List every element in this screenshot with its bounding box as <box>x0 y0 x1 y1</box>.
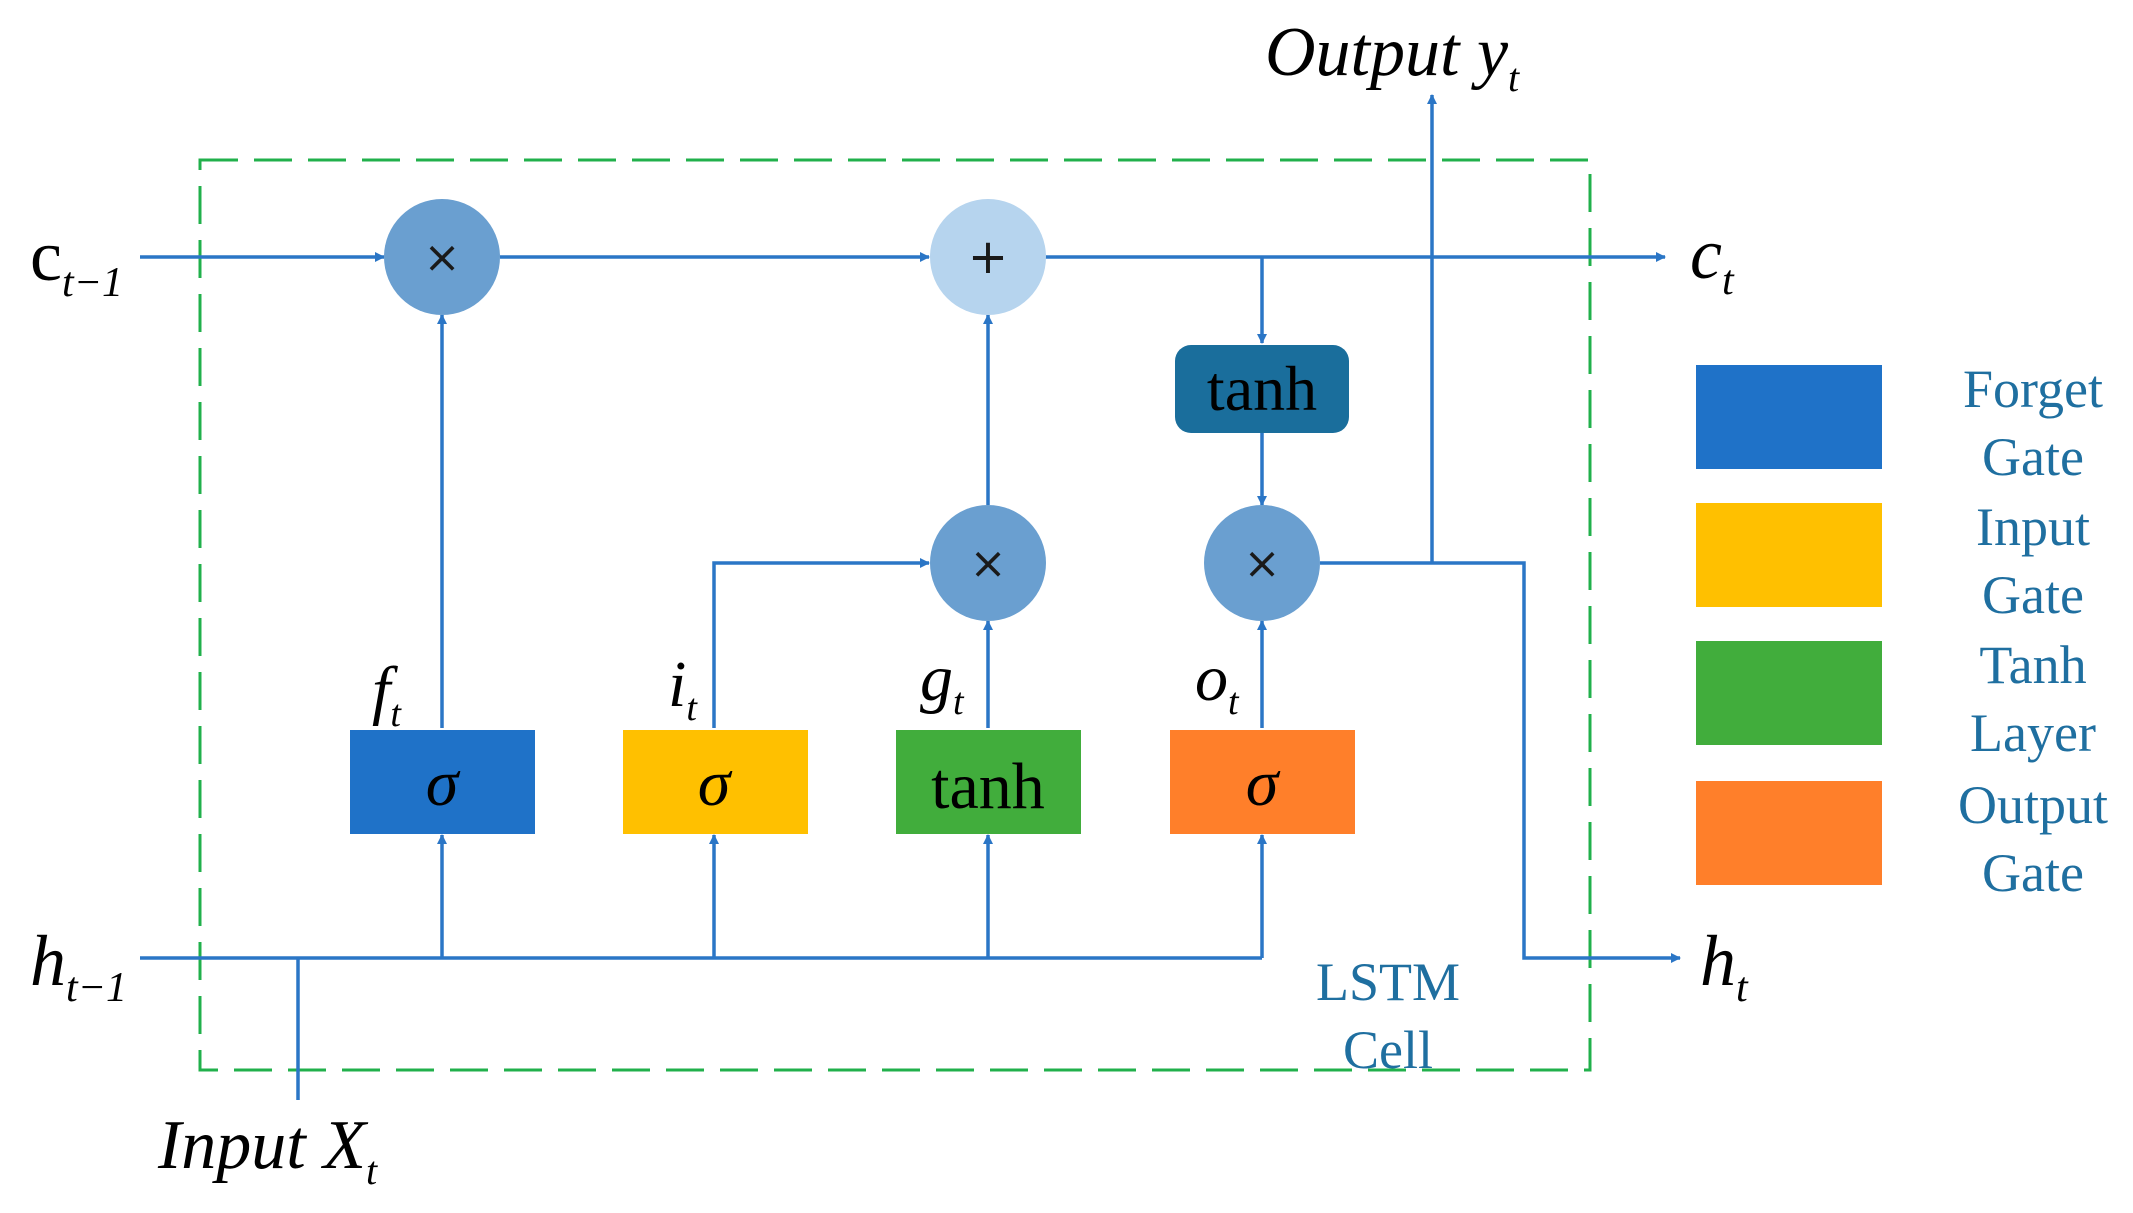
input-gate-name-sub: t <box>686 687 698 729</box>
input-to-mult-arrow <box>712 558 930 728</box>
legend-swatch-output <box>1696 781 1882 885</box>
output-gate-name-base: o <box>1195 642 1228 715</box>
h-next-sub: t <box>1736 965 1749 1011</box>
legend: Forget Gate Input Gate Tanh Layer Output… <box>1696 359 2108 903</box>
tanh-gate-name: gt <box>920 642 965 723</box>
output-multiply-symbol: × <box>1244 538 1281 589</box>
forget-multiply-symbol: × <box>424 232 461 283</box>
forget-gate-name-sub: t <box>390 693 402 735</box>
io-labels: ct−1 ht−1 ct ht Output yt Input Xt <box>30 14 1749 1193</box>
c-prev-label: ct−1 <box>30 216 123 306</box>
cell-border <box>198 158 1592 1072</box>
legend-swatch-forget <box>1696 365 1882 469</box>
forget-multiply-node <box>384 199 500 315</box>
c-next-label: ct <box>1690 214 1735 304</box>
h-next-base: h <box>1700 921 1736 1001</box>
legend-input-line-2: Gate <box>1982 565 2084 625</box>
tanh-gate-name-sub: t <box>953 681 965 723</box>
forget-gate-box <box>350 730 535 834</box>
output-label-sub: t <box>1508 55 1520 100</box>
output-label: Output yt <box>1265 14 1520 100</box>
legend-input-line-1: Input <box>1976 497 2090 557</box>
tanh-gate-name-base: g <box>920 642 953 715</box>
input-gate-name: it <box>668 648 698 729</box>
h-next-arrow <box>1320 561 1681 963</box>
c-next-base: c <box>1690 214 1722 294</box>
h-prev-label: ht−1 <box>30 921 127 1011</box>
output-multiply-node <box>1204 505 1320 621</box>
input-gate-box <box>623 730 808 834</box>
c-prev-base: c <box>30 216 62 296</box>
input-label-base: Input X <box>157 1107 369 1184</box>
operators: × + × × <box>384 199 1320 621</box>
output-gate-box <box>1170 730 1355 834</box>
h-next-label: ht <box>1700 921 1749 1011</box>
input-gate-name-base: i <box>668 648 686 721</box>
input-label: Input Xt <box>157 1107 378 1193</box>
gates: σ σ tanh σ <box>350 730 1355 834</box>
c-next-sub: t <box>1722 258 1735 304</box>
output-gate-name: ot <box>1195 642 1240 723</box>
legend-swatch-tanh <box>1696 641 1882 745</box>
output-gate-name-sub: t <box>1228 681 1240 723</box>
output-label-base: Output y <box>1265 14 1509 91</box>
input-multiply-symbol: × <box>970 538 1007 589</box>
c-prev-sub: t−1 <box>62 260 123 306</box>
connections <box>140 94 1681 1100</box>
forget-gate-symbol: σ <box>426 747 461 820</box>
cell-add-node <box>930 199 1046 315</box>
cell-label-line-1: LSTM <box>1316 952 1460 1012</box>
output-gate-symbol: σ <box>1246 747 1281 820</box>
forget-gate-name: ft <box>372 654 402 735</box>
h-prev-base: h <box>30 921 66 1001</box>
cell-label-line-2: Cell <box>1343 1020 1433 1080</box>
legend-forget-line-1: Forget <box>1963 359 2103 419</box>
cell-add-symbol: + <box>968 229 1008 285</box>
legend-output-line-1: Output <box>1958 775 2108 835</box>
input-gate-symbol: σ <box>698 747 733 820</box>
legend-output-line-2: Gate <box>1982 843 2084 903</box>
legend-tanh-line-1: Tanh <box>1979 635 2086 695</box>
legend-swatch-input <box>1696 503 1882 607</box>
h-prev-sub: t−1 <box>66 965 127 1011</box>
input-label-sub: t <box>366 1148 378 1193</box>
cell-tanh-label: tanh <box>1207 353 1317 424</box>
legend-tanh-line-2: Layer <box>1970 703 2096 763</box>
gate-names: ft it gt ot <box>372 642 1240 735</box>
tanh-gate-box <box>896 730 1081 834</box>
input-multiply-node <box>930 505 1046 621</box>
tanh-gate-symbol: tanh <box>931 750 1045 823</box>
legend-forget-line-2: Gate <box>1982 427 2084 487</box>
cell-tanh-box <box>1175 345 1349 433</box>
